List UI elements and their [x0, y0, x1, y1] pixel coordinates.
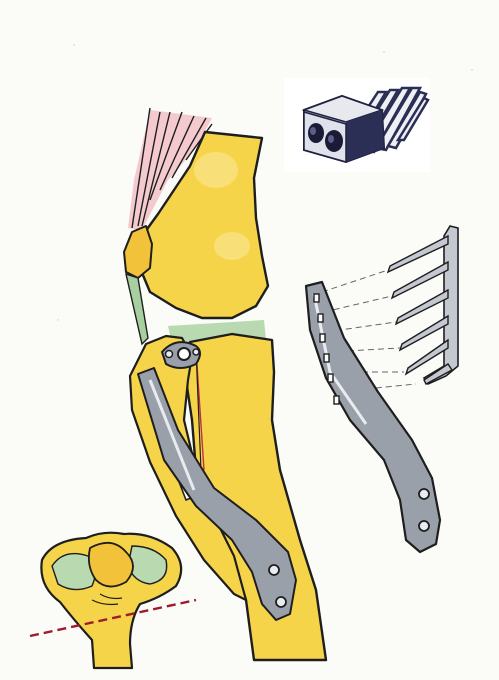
cage-implant-in-situ: [162, 342, 200, 368]
patellar-tendon: [126, 274, 148, 344]
plate-implant: [306, 282, 440, 552]
fork-implant: [388, 226, 458, 384]
cage-implant: [284, 78, 430, 172]
patella: [124, 226, 152, 278]
tibial-plateau-cross-section: [41, 533, 181, 668]
